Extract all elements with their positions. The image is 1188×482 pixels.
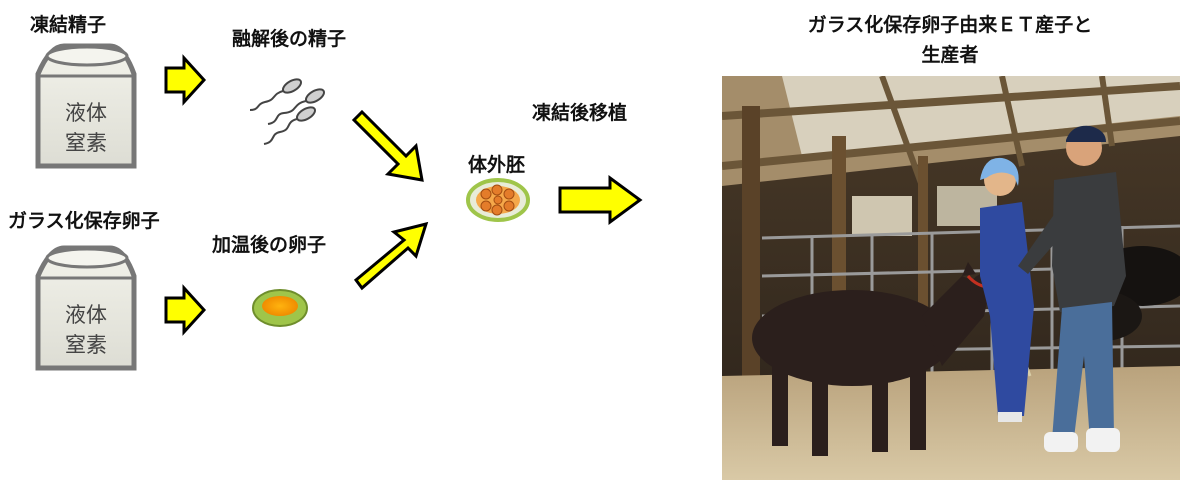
thawed-sperm-label: 融解後の精子 xyxy=(232,28,347,50)
warmed-egg-label: 加温後の卵子 xyxy=(212,234,327,256)
tank-label: 液体 窒素 xyxy=(38,98,134,158)
tank-label: 液体 窒素 xyxy=(38,300,134,360)
vitrified-egg-label: ガラス化保存卵子 xyxy=(8,210,160,232)
egg-icon xyxy=(252,289,308,327)
transfer-arrow-icon xyxy=(558,175,643,225)
sperm-icon xyxy=(249,78,326,145)
liquid-nitrogen-tank-icon xyxy=(35,245,137,371)
tank-label-line2: 窒素 xyxy=(65,333,107,357)
photo-title-line2: 生産者 xyxy=(921,44,979,66)
tank-label-line1: 液体 xyxy=(65,303,107,327)
transfer-label: 凍結後移植 xyxy=(532,102,628,124)
right-arrow-icon xyxy=(164,284,207,336)
photo-title-line1: ガラス化保存卵子由来ＥＴ産子と xyxy=(807,14,1093,36)
tank-label-line2: 窒素 xyxy=(65,131,107,155)
right-arrow-icon xyxy=(164,54,207,106)
diagonal-down-arrow-icon xyxy=(351,109,424,182)
tank-label-line1: 液体 xyxy=(65,101,107,125)
diagonal-up-arrow-icon xyxy=(353,221,429,291)
ivf-embryo-label: 体外胚 xyxy=(468,154,526,176)
calf-and-farmers-photo xyxy=(722,76,1180,480)
embryo-icon xyxy=(466,178,530,222)
frozen-sperm-label: 凍結精子 xyxy=(30,14,107,36)
liquid-nitrogen-tank-icon xyxy=(35,43,137,169)
